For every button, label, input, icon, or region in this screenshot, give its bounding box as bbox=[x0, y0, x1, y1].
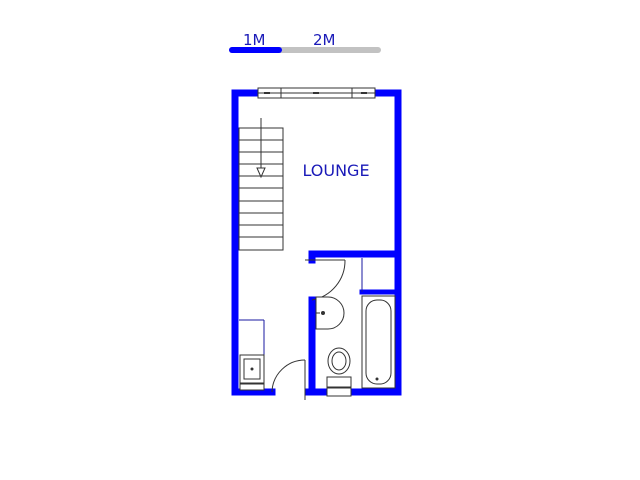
toilet-tank-icon bbox=[326, 387, 352, 397]
toilet-bowl-icon bbox=[327, 347, 351, 375]
bath-tub-icon bbox=[365, 299, 392, 385]
bath-drain bbox=[375, 377, 379, 381]
bathroom-door-swing bbox=[311, 259, 346, 301]
bathroom-door bbox=[305, 259, 346, 301]
scale-label-2m: 2M bbox=[313, 31, 336, 49]
kitchen-sink-drain bbox=[250, 367, 254, 371]
entrance-door bbox=[271, 359, 306, 400]
stair-arrow-head bbox=[256, 167, 266, 179]
basin-icon bbox=[315, 296, 345, 330]
walls bbox=[231, 89, 402, 396]
window-latch-1 bbox=[264, 92, 270, 94]
entrance-door-swing bbox=[271, 359, 306, 393]
window-latch-3 bbox=[361, 92, 367, 94]
bath bbox=[361, 295, 396, 389]
kitchenette bbox=[239, 319, 265, 391]
toilet bbox=[326, 347, 352, 397]
room-label-lounge: LOUNGE bbox=[302, 161, 370, 180]
toilet-cistern-icon bbox=[326, 376, 352, 388]
staircase bbox=[238, 118, 284, 251]
scale-label-1m: 1M bbox=[243, 31, 266, 49]
kitchen-sink-basin bbox=[243, 358, 261, 380]
top-window bbox=[257, 87, 376, 99]
kitchen-cabinet-icon bbox=[239, 383, 265, 391]
window-latch-2 bbox=[313, 92, 319, 94]
basin bbox=[315, 296, 345, 330]
basin-drain bbox=[321, 311, 325, 315]
